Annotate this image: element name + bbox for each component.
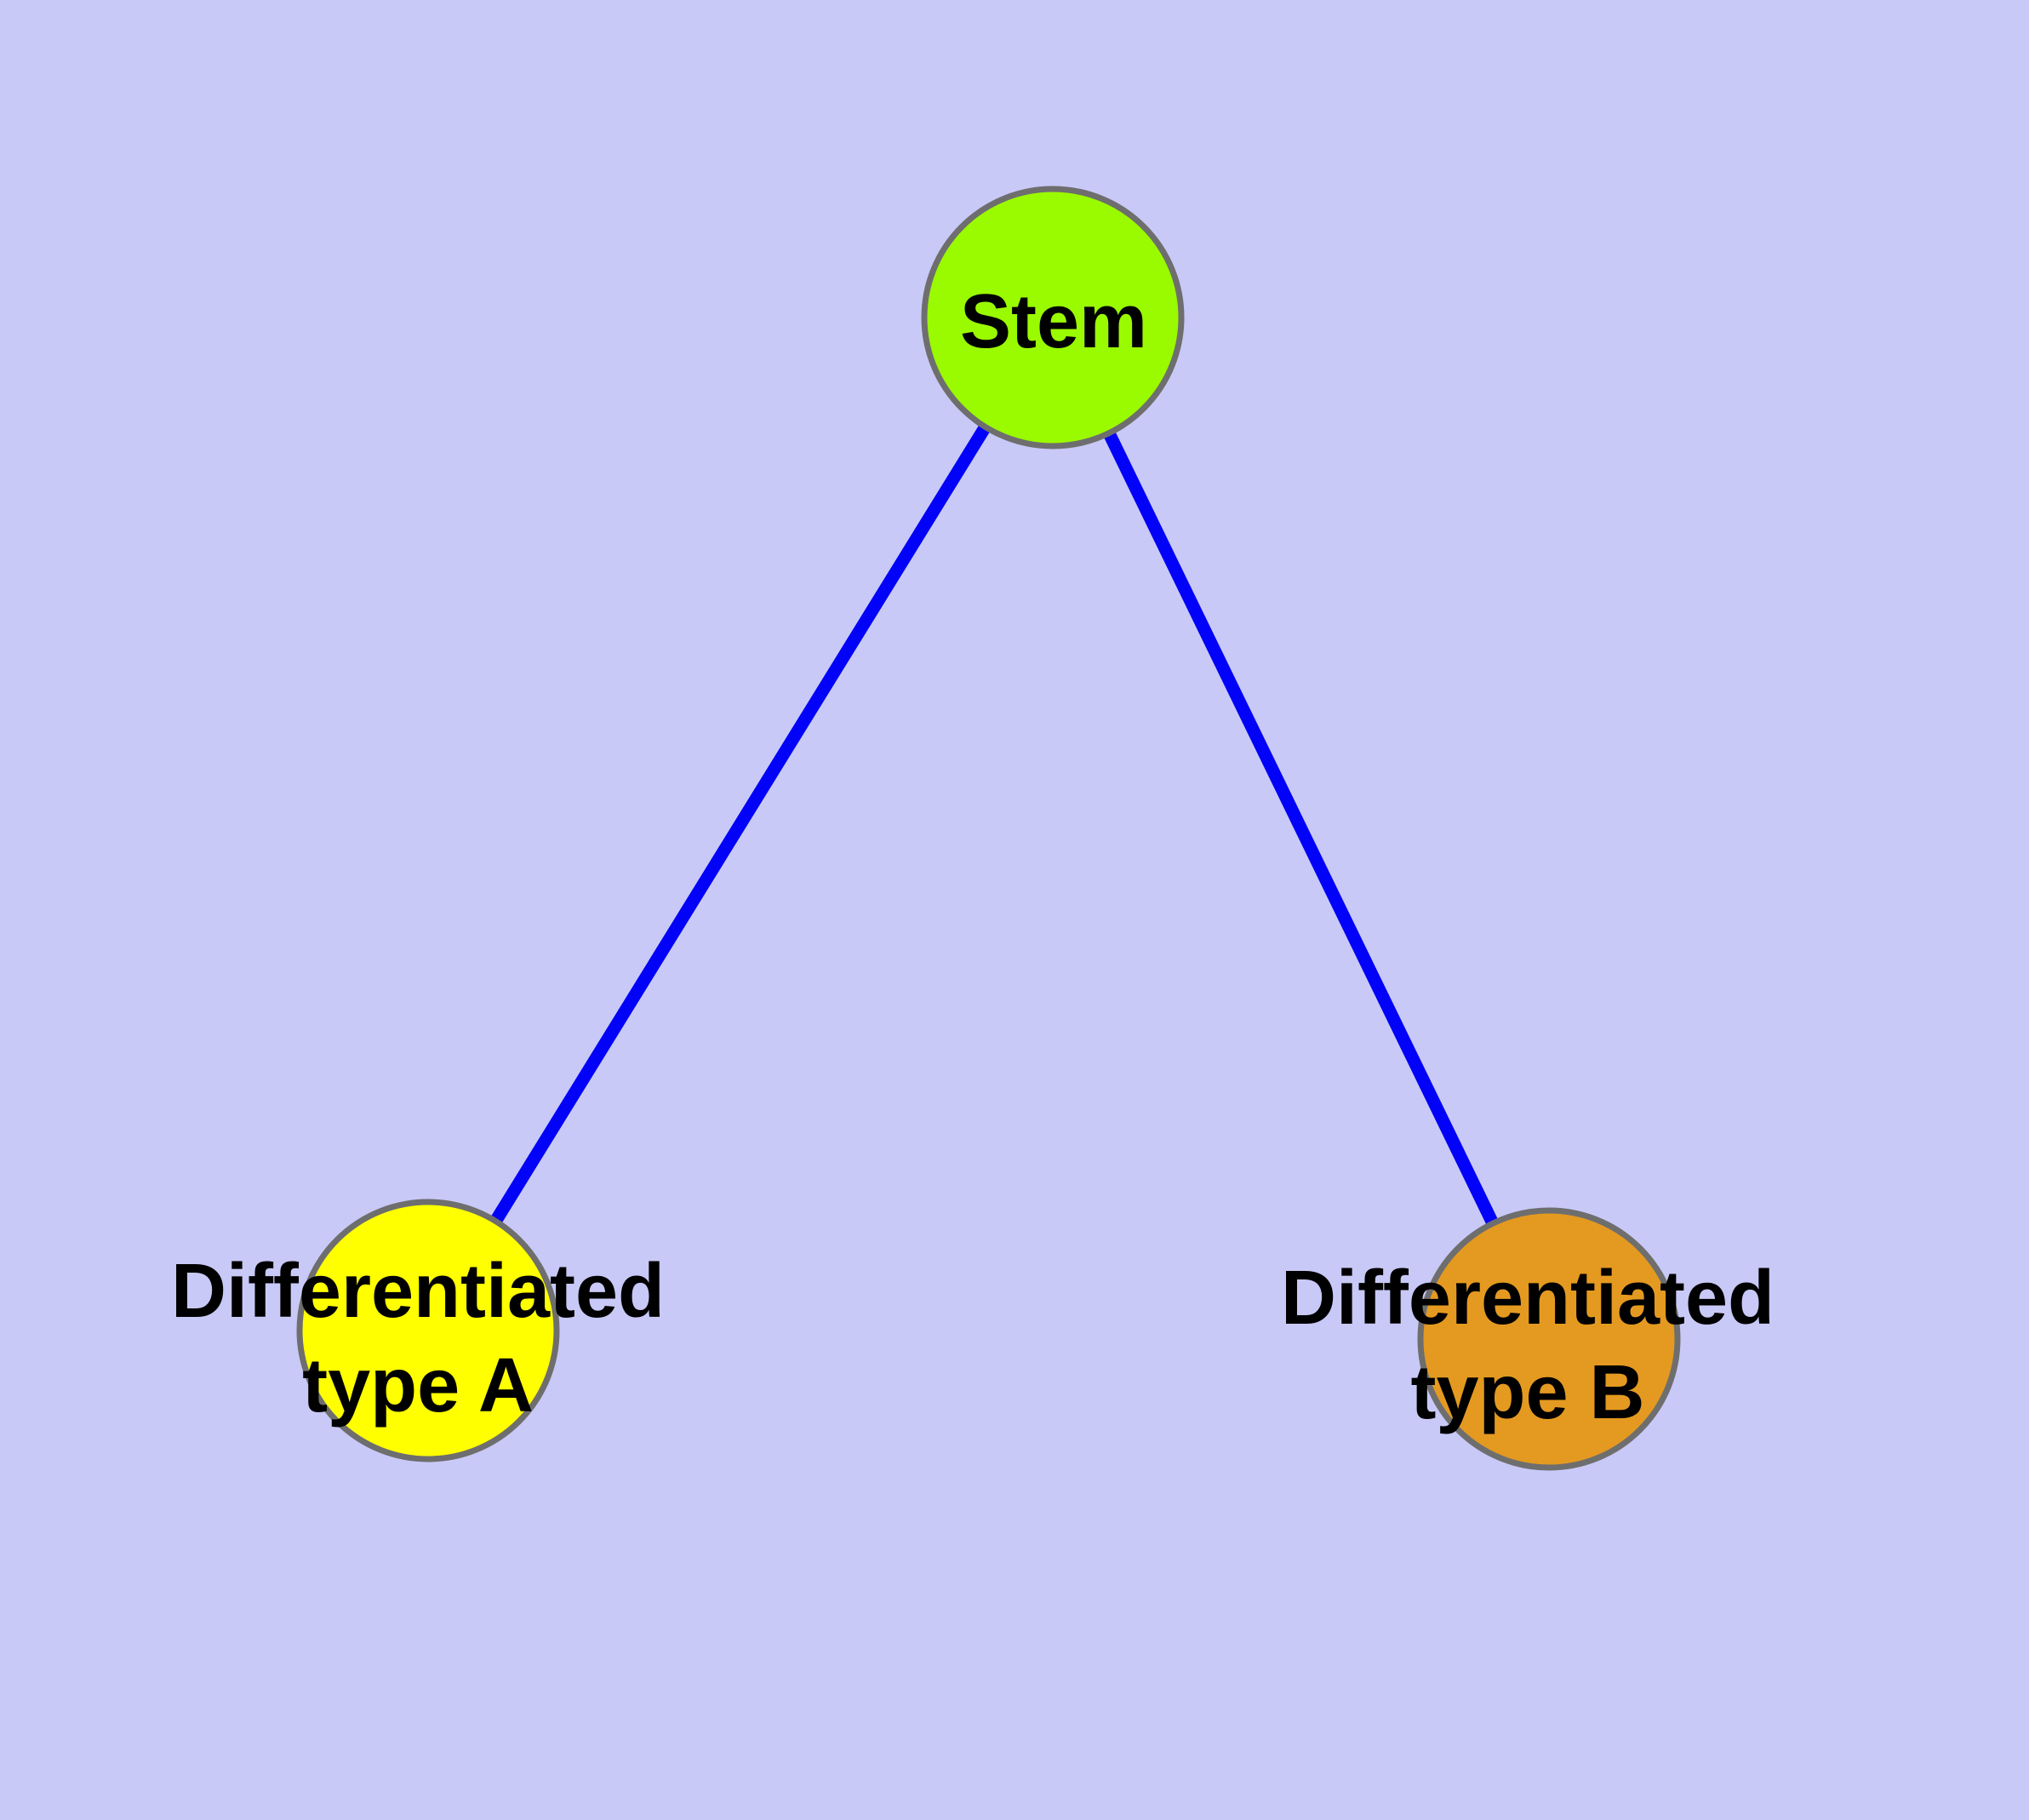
node-type-a-circle — [296, 1199, 560, 1462]
edge-stem-to-type-a — [422, 314, 1059, 1334]
node-type-a-label-line1: Differentiated — [171, 1249, 665, 1334]
node-stem-label: Stem — [960, 279, 1147, 364]
node-stem-circle — [921, 186, 1185, 449]
node-type-b-label-line1: Differentiated — [1281, 1256, 1775, 1341]
node-type-a-label-line2: type A — [302, 1343, 534, 1428]
node-type-b-circle — [1417, 1207, 1681, 1471]
edge-stem-to-type-b — [1047, 314, 1555, 1342]
node-type-b-label-line2: type B — [1410, 1350, 1644, 1435]
